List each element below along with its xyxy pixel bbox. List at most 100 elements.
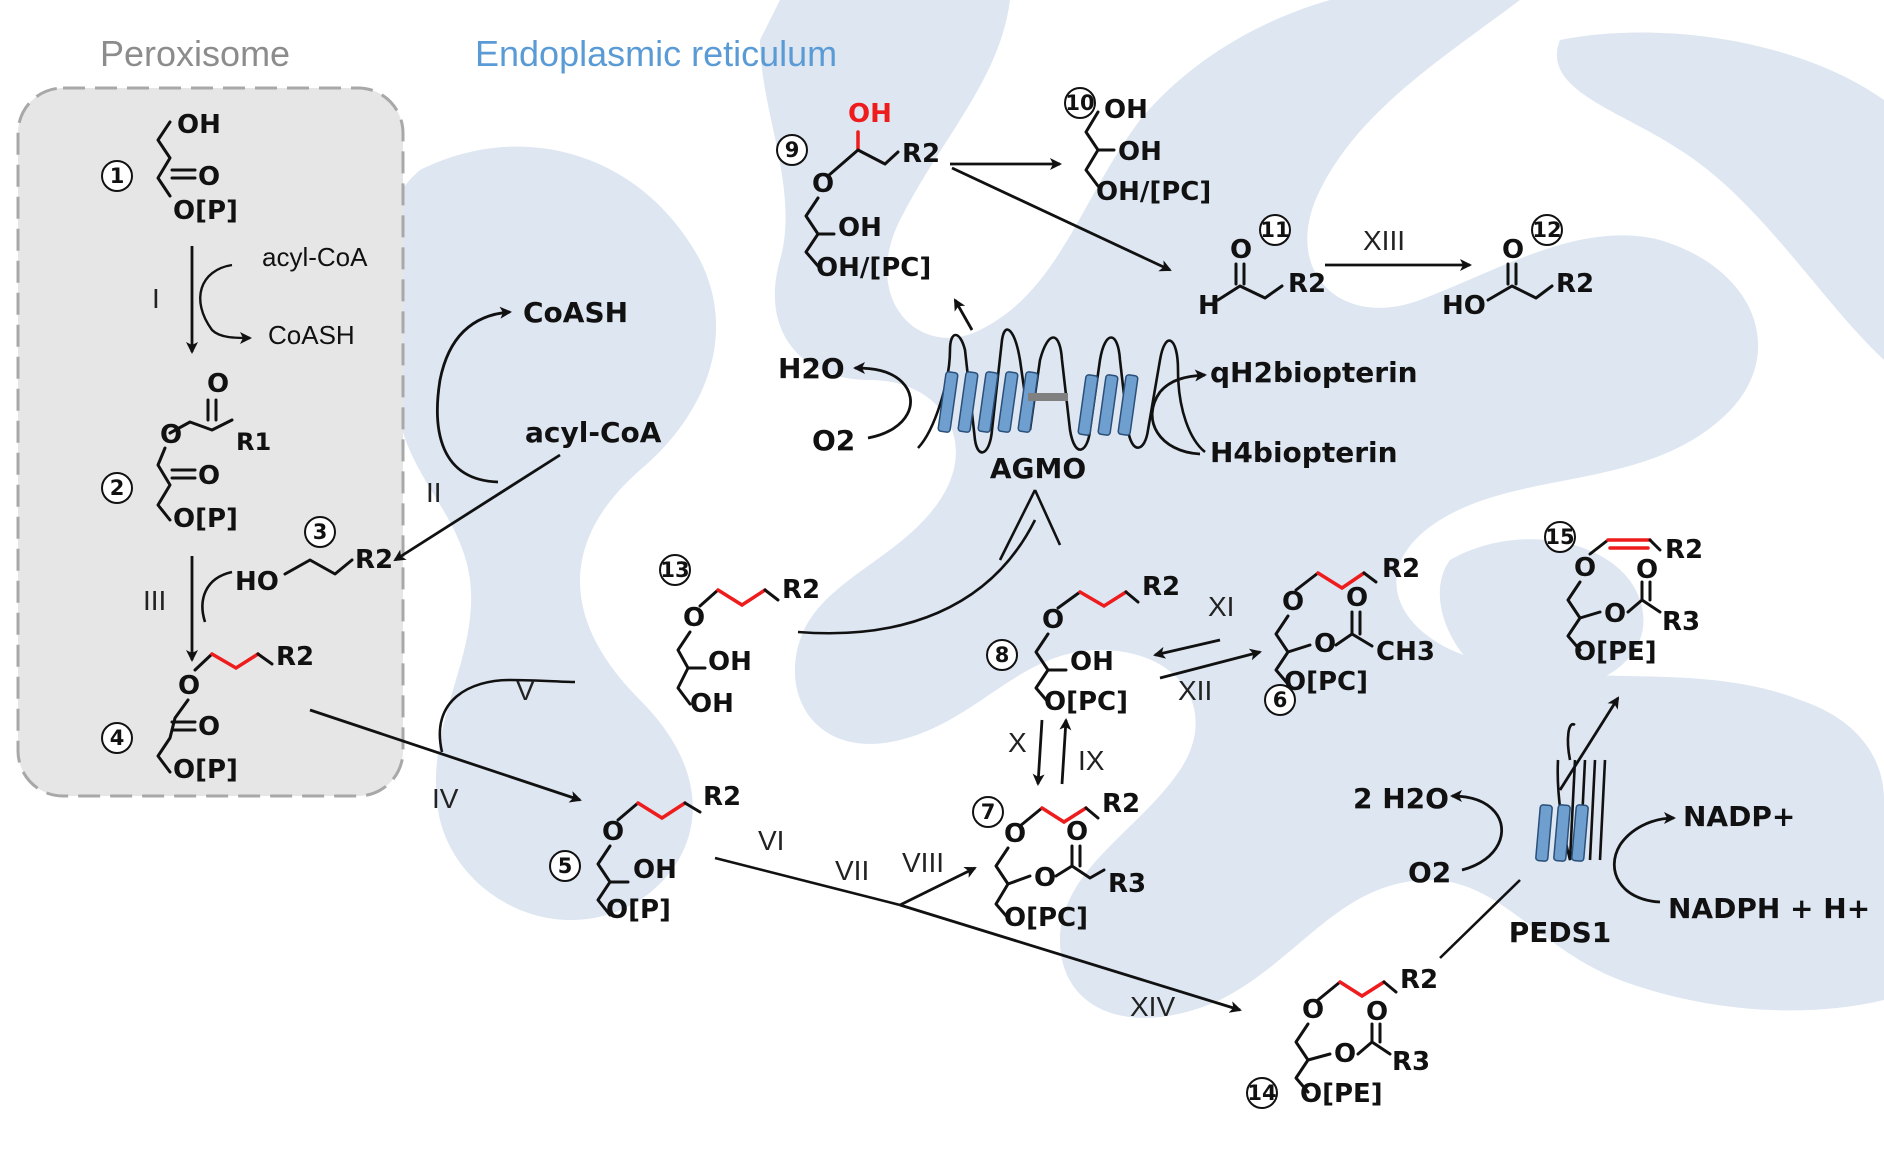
svg-text:13: 13 bbox=[660, 558, 689, 582]
svg-text:O: O bbox=[1604, 599, 1626, 629]
svg-text:R2: R2 bbox=[1382, 554, 1420, 584]
svg-text:R2: R2 bbox=[782, 575, 820, 605]
step-iii-label: III bbox=[143, 585, 166, 616]
compound-1: 1 OH O O[P] bbox=[101, 110, 238, 226]
peds1-enzyme: PEDS1 bbox=[1509, 722, 1612, 949]
svg-text:OH: OH bbox=[1118, 137, 1162, 167]
svg-text:CH3: CH3 bbox=[1376, 637, 1435, 667]
svg-text:O: O bbox=[1066, 817, 1088, 847]
compound-5: R2 O 5 OH O[P] bbox=[549, 782, 741, 925]
svg-text:R2: R2 bbox=[276, 642, 314, 672]
svg-text:R2: R2 bbox=[355, 545, 393, 575]
agmo-label: AGMO bbox=[990, 452, 1086, 485]
compound-7: 7 R2 O O O R3 O[PC] bbox=[972, 789, 1146, 933]
svg-text:15: 15 bbox=[1545, 525, 1574, 549]
svg-text:6: 6 bbox=[1273, 688, 1288, 712]
svg-text:O[PE]: O[PE] bbox=[1300, 1079, 1383, 1109]
step-ii-label: II bbox=[426, 477, 442, 508]
svg-text:5: 5 bbox=[558, 854, 573, 878]
svg-text:O: O bbox=[1346, 583, 1368, 613]
svg-text:O[P]: O[P] bbox=[606, 895, 671, 925]
step-xi-label: XI bbox=[1208, 591, 1234, 622]
svg-text:O: O bbox=[683, 603, 705, 633]
compound-3: 3 HO R2 bbox=[235, 516, 393, 597]
compound-14: R2 O O O R3 14 O[PE] bbox=[1246, 965, 1438, 1109]
peroxisome-title: Peroxisome bbox=[100, 33, 290, 74]
svg-text:R2: R2 bbox=[1400, 965, 1438, 995]
o2-agmo: O2 bbox=[812, 424, 855, 457]
coash-er: CoASH bbox=[523, 296, 628, 329]
svg-text:9: 9 bbox=[785, 138, 800, 162]
svg-text:1: 1 bbox=[110, 164, 125, 188]
compound-2: O R1 O 2 O O[P] bbox=[101, 369, 271, 534]
svg-text:O: O bbox=[178, 671, 200, 701]
svg-text:O: O bbox=[207, 369, 229, 399]
acyl-coa-peroxisome: acyl-CoA bbox=[262, 242, 368, 272]
svg-text:H: H bbox=[1198, 291, 1220, 321]
svg-text:4: 4 bbox=[110, 726, 125, 750]
svg-text:O[P]: O[P] bbox=[173, 755, 238, 785]
svg-text:O: O bbox=[1636, 555, 1658, 585]
acyl-coa-er: acyl-CoA bbox=[525, 416, 662, 449]
svg-text:OH: OH bbox=[177, 110, 221, 140]
svg-text:O: O bbox=[1034, 863, 1056, 893]
svg-text:2: 2 bbox=[110, 476, 125, 500]
compound-12: O 12 HO R2 bbox=[1442, 214, 1594, 321]
step-xiii-label: XIII bbox=[1363, 225, 1405, 256]
svg-text:HO: HO bbox=[1442, 291, 1486, 321]
o2-peds1: O2 bbox=[1408, 856, 1451, 889]
svg-text:R3: R3 bbox=[1662, 607, 1700, 637]
svg-text:8: 8 bbox=[995, 643, 1010, 667]
svg-text:O[PC]: O[PC] bbox=[1284, 667, 1368, 697]
svg-text:O[P]: O[P] bbox=[173, 196, 238, 226]
svg-text:O[P]: O[P] bbox=[173, 504, 238, 534]
svg-text:R2: R2 bbox=[1142, 572, 1180, 602]
step-v-label: V bbox=[516, 675, 535, 706]
coash-peroxisome: CoASH bbox=[268, 320, 355, 350]
svg-text:O: O bbox=[602, 817, 624, 847]
svg-text:OH/[PC]: OH/[PC] bbox=[816, 253, 931, 283]
peds1-label: PEDS1 bbox=[1509, 916, 1612, 949]
svg-text:O[PC]: O[PC] bbox=[1044, 687, 1128, 717]
svg-text:OH: OH bbox=[633, 855, 677, 885]
svg-text:OH: OH bbox=[1104, 95, 1148, 125]
svg-text:O: O bbox=[1282, 587, 1304, 617]
svg-text:R2: R2 bbox=[703, 782, 741, 812]
svg-text:R2: R2 bbox=[1102, 789, 1140, 819]
nadph: NADPH + H+ bbox=[1668, 892, 1870, 925]
agmo-enzyme: AGMO bbox=[917, 328, 1206, 485]
step-x-label: X bbox=[1008, 727, 1027, 758]
step-viii-label: VIII bbox=[902, 847, 944, 878]
svg-text:OH/[PC]: OH/[PC] bbox=[1096, 177, 1211, 207]
svg-text:7: 7 bbox=[981, 800, 996, 824]
svg-text:R2: R2 bbox=[1288, 269, 1326, 299]
svg-text:O: O bbox=[198, 712, 220, 742]
svg-text:R2: R2 bbox=[1665, 535, 1703, 565]
svg-text:OH: OH bbox=[690, 689, 734, 719]
compound-13: 13 R2 O OH OH bbox=[659, 554, 820, 719]
svg-text:3: 3 bbox=[313, 520, 328, 544]
svg-text:11: 11 bbox=[1260, 218, 1289, 242]
two-h2o: 2 H2O bbox=[1353, 782, 1449, 815]
step-ix-label: IX bbox=[1078, 745, 1105, 776]
svg-text:O: O bbox=[160, 420, 182, 450]
svg-text:OH: OH bbox=[708, 647, 752, 677]
svg-text:O: O bbox=[1314, 629, 1336, 659]
svg-text:O: O bbox=[1574, 553, 1596, 583]
qh2biopterin: qH2biopterin bbox=[1210, 356, 1418, 389]
er-title: Endoplasmic reticulum bbox=[475, 33, 837, 74]
step-vii-label: VII bbox=[835, 855, 869, 886]
svg-text:O: O bbox=[1004, 819, 1026, 849]
h4biopterin: H4biopterin bbox=[1210, 436, 1398, 469]
compound-11: O 11 H R2 bbox=[1198, 214, 1326, 321]
step-i-label: I bbox=[152, 283, 160, 314]
svg-text:R2: R2 bbox=[902, 139, 940, 169]
svg-text:12: 12 bbox=[1532, 218, 1561, 242]
svg-text:O[PE]: O[PE] bbox=[1574, 637, 1657, 667]
svg-text:O: O bbox=[1502, 235, 1524, 265]
er-membrane-background bbox=[389, 0, 1884, 1018]
svg-text:O: O bbox=[1042, 605, 1064, 635]
step-xiv-label: XIV bbox=[1130, 991, 1175, 1022]
